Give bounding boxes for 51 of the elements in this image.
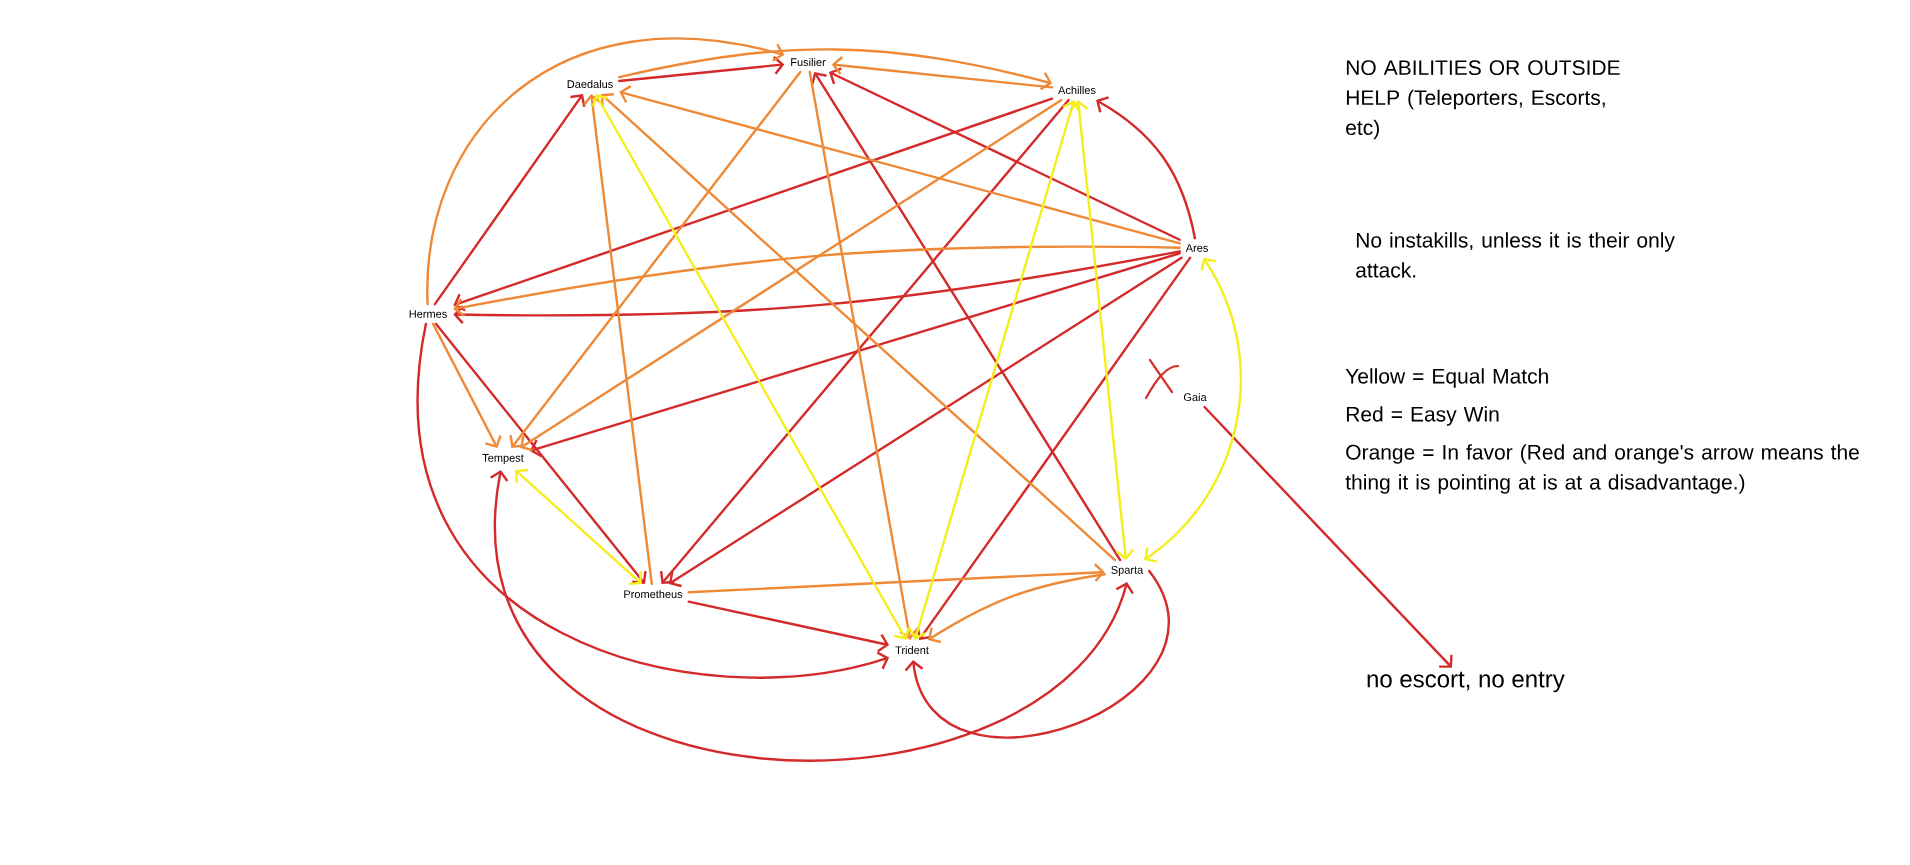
note-text: No instakills, unless it is their only attack. [1356,232,1675,278]
arrow [927,573,1106,644]
node-label: Hermes [409,310,447,318]
arrow [808,70,918,640]
node-label: Achilles [1058,85,1096,95]
arrow [1096,96,1197,240]
arrow [529,252,1181,458]
arrow [668,256,1183,588]
arrow [431,322,502,449]
arrow [687,600,890,653]
arrow [904,569,1170,739]
arrow [453,250,1181,324]
note-text: Red = Easy Win [1346,406,1499,426]
node-label: Tempest [482,454,524,464]
arrow [519,98,1063,452]
arrow [453,245,1181,317]
arrow [434,322,647,584]
arrow [687,563,1105,594]
arrow [619,85,1181,245]
arrow [811,72,1122,562]
note-text: Orange = In favor (Red and orange's arrow means the thing it is pointing at is at a disadvantage.) [1345,444,1859,494]
node-label: Prometheus [624,589,683,599]
note-text: NO ABILITIES OR OUTSIDE HELP (Teleporters, Escorts, etc) [1346,60,1620,140]
note-text: no escort, no entry [1367,671,1565,693]
arrow [591,94,911,640]
arrow [583,94,653,586]
node-label: Ares [1185,244,1208,252]
note-text: Yellow = Equal Match [1345,368,1548,388]
arrow [831,56,1054,89]
node-label: Sparta [1111,566,1144,576]
arrow [416,322,890,679]
arrow [453,97,1054,312]
node-label: Trident [895,645,929,655]
arrow [426,37,785,306]
arrow [916,256,1192,640]
node-label: Gaia [1183,392,1207,402]
node-label: Daedalus [567,79,613,89]
arrow [618,48,1053,91]
arrow [618,56,785,83]
arrow [659,98,1070,584]
arrow [601,93,1117,562]
arrow [490,469,1134,761]
arrow [509,70,802,449]
arrow [1144,257,1242,563]
arrow [1203,405,1453,668]
arrow [433,94,586,306]
node-label: Fusilier [791,57,826,67]
arrow [515,468,642,586]
arrow [1069,100,1135,561]
arrow [908,100,1081,640]
arrow [829,67,1181,241]
